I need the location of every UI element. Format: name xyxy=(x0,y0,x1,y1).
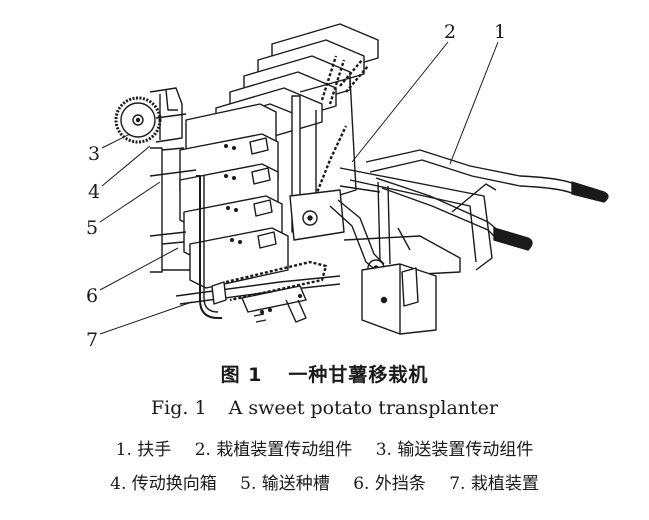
caption-chinese: 图 1 一种甘薯移栽机 xyxy=(0,360,649,387)
legend-item: 6. 外挡条 xyxy=(353,474,426,494)
handle-frame xyxy=(339,149,609,271)
legend-item: 1. 扶手 xyxy=(115,440,172,460)
transplanter-drawing: 1 2 3 4 5 6 7 xyxy=(86,21,609,351)
figure-number-en: Fig. 1 xyxy=(150,397,207,419)
grip-upper xyxy=(571,181,609,203)
callout-2: 2 xyxy=(444,21,456,43)
callout-leaders xyxy=(99,41,499,335)
figure-title-en: A sweet potato transplanter xyxy=(228,397,498,419)
conveyor-seed-trough xyxy=(179,103,289,289)
legend-item: 3. 输送装置传动组件 xyxy=(375,440,534,460)
planting-device xyxy=(175,260,341,323)
callout-6: 6 xyxy=(86,285,98,307)
handle-bar xyxy=(365,149,579,187)
conveyor-sprocket xyxy=(114,87,187,144)
legend-item: 7. 栽植装置 xyxy=(449,474,539,494)
grip-lower xyxy=(493,227,533,251)
callout-5: 5 xyxy=(86,217,98,239)
legend-item: 4. 传动换向箱 xyxy=(110,474,217,494)
planting-bracket xyxy=(361,263,437,335)
figure-title-cn: 一种甘薯移栽机 xyxy=(288,364,429,386)
figure-number-cn: 图 1 xyxy=(220,364,263,386)
legend-row-1: 1. 扶手 2. 栽植装置传动组件 3. 输送装置传动组件 xyxy=(0,435,649,460)
callout-7: 7 xyxy=(86,329,98,351)
callout-1: 1 xyxy=(494,21,506,43)
legend-row-2: 4. 传动换向箱 5. 输送种槽 6. 外挡条 7. 栽植装置 xyxy=(0,469,649,494)
callout-3: 3 xyxy=(88,143,100,165)
legend-item: 2. 栽植装置传动组件 xyxy=(194,440,353,460)
callout-4: 4 xyxy=(88,181,100,203)
frame xyxy=(149,147,222,319)
planting-drive-column xyxy=(289,55,369,241)
outer-guard-rail xyxy=(196,175,222,319)
legend-item: 5. 输送种槽 xyxy=(240,474,330,494)
caption-english: Fig. 1 A sweet potato transplanter xyxy=(0,397,649,419)
